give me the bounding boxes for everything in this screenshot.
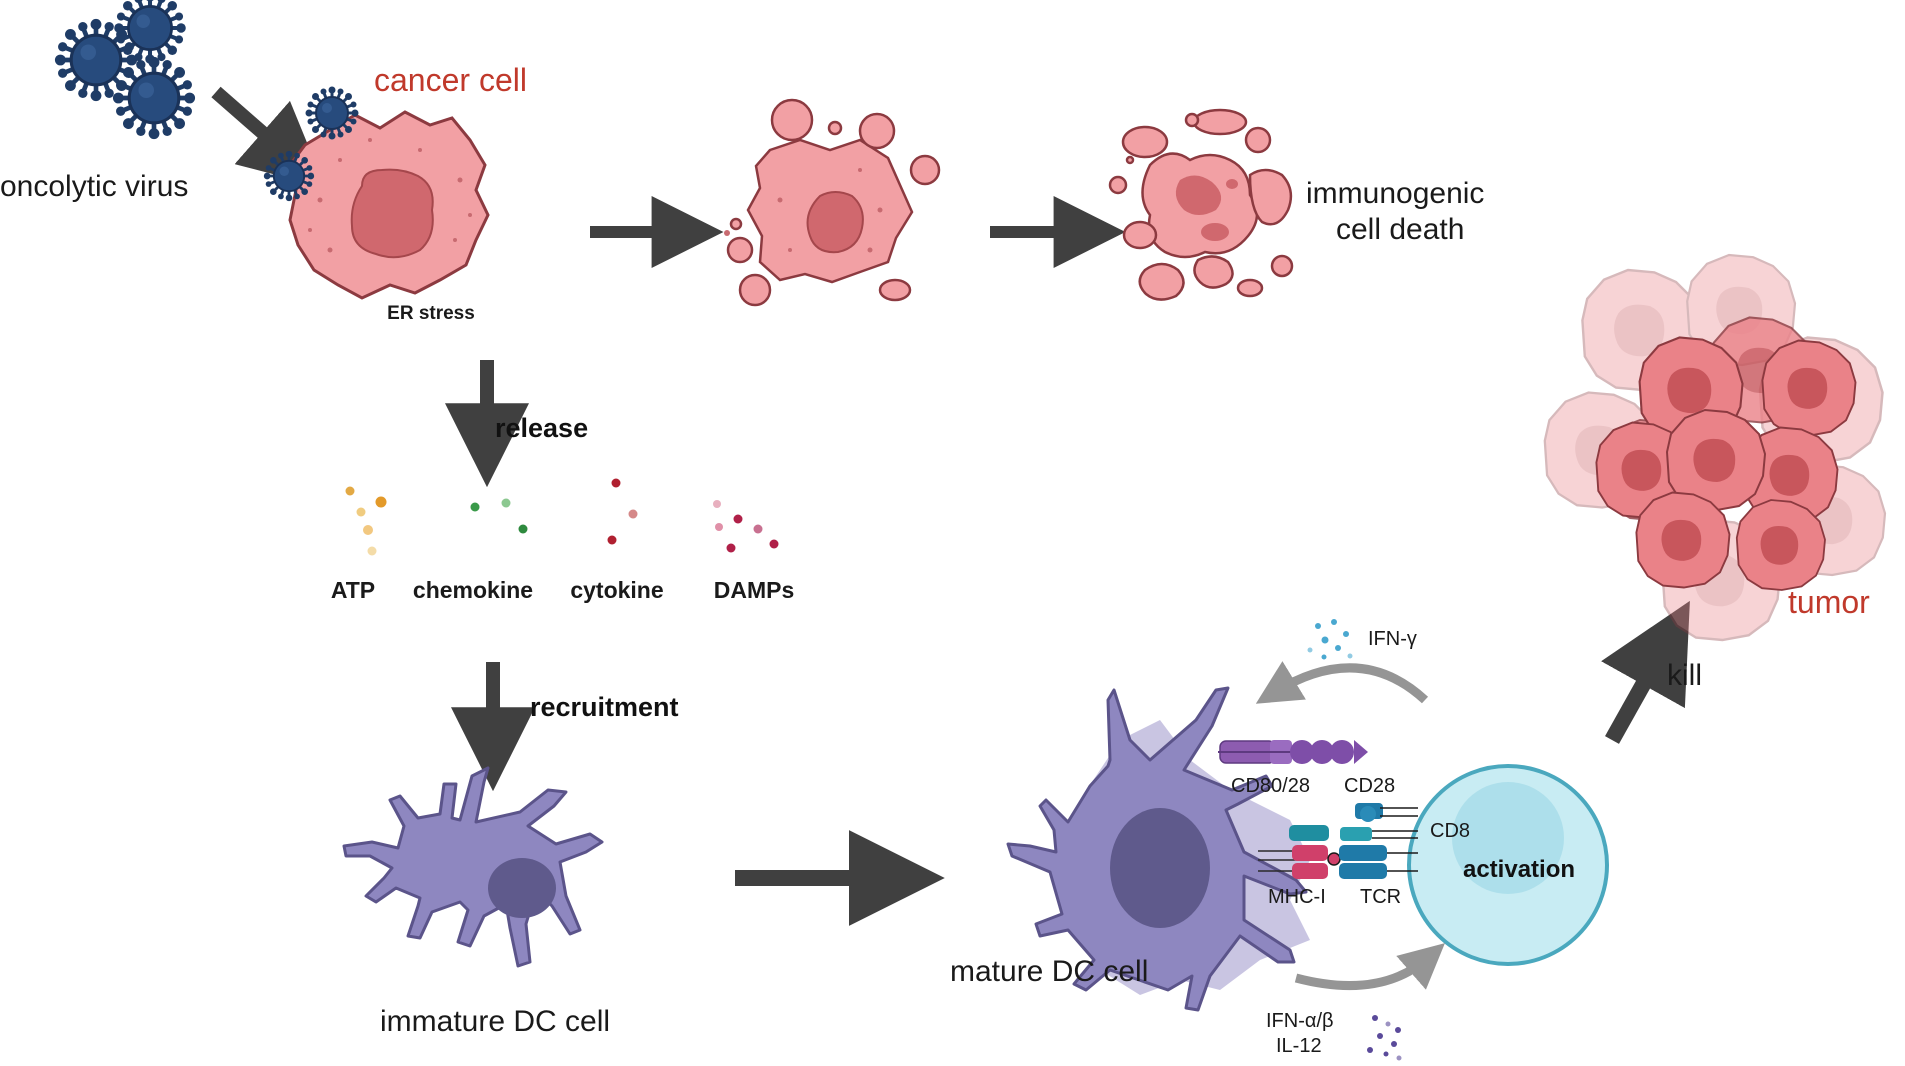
cytokine-particles-icon xyxy=(607,478,638,545)
immature-dc-cell-icon xyxy=(342,766,604,968)
ifn-ab-arrow xyxy=(1294,943,1445,990)
atp-label: ATP xyxy=(331,577,375,603)
chemokine-label: chemokine xyxy=(413,577,533,603)
release-label: release xyxy=(495,413,588,443)
er-stress-label: ER stress xyxy=(387,303,475,324)
tcr-label: TCR xyxy=(1360,886,1401,908)
tumor-label: tumor xyxy=(1788,584,1870,620)
mature-dc-nucleus xyxy=(1110,808,1210,928)
icd-inner-blobs xyxy=(1175,175,1238,241)
arrow-virus-to-cell xyxy=(211,86,326,188)
kill-label: kill xyxy=(1667,659,1702,692)
mhc-tcr-complex-icon xyxy=(1258,845,1418,879)
cd8-receptor-icon xyxy=(1289,803,1418,841)
activation-label: activation xyxy=(1463,856,1575,883)
icd-label-line1: immunogenic xyxy=(1306,177,1484,210)
cd80-cd28-receptor-icon xyxy=(1218,740,1368,764)
recruitment-label: recruitment xyxy=(530,692,679,722)
chemokine-particles-icon xyxy=(470,498,528,534)
cytokine-label: cytokine xyxy=(570,577,663,603)
tumor-icon xyxy=(1543,253,1887,642)
icd-label-line2: cell death xyxy=(1336,213,1464,246)
mature-dc-label: mature DC cell xyxy=(950,955,1148,988)
virus-on-cell-icon xyxy=(304,85,360,141)
immature-dc-nucleus xyxy=(488,858,556,918)
il12-label: IL-12 xyxy=(1276,1035,1322,1057)
atp-particles-icon xyxy=(345,486,387,556)
cd28-label: CD28 xyxy=(1344,775,1395,797)
lysing-cell-dots xyxy=(724,168,883,253)
cd8-label: CD8 xyxy=(1430,820,1470,842)
mhc-i-label: MHC-I xyxy=(1268,886,1326,908)
virus-cluster-icon xyxy=(55,0,195,139)
oncolytic-virus-label: oncolytic virus xyxy=(0,170,188,203)
t-cell-icon xyxy=(1407,764,1609,966)
cd80-28-label: CD80/28 xyxy=(1231,775,1310,797)
ifn-ab-label: IFN-α/β xyxy=(1266,1010,1334,1032)
damps-label: DAMPs xyxy=(714,577,795,603)
ifn-ab-particles-icon xyxy=(1367,1015,1402,1061)
virus-on-cell-icon-2 xyxy=(262,149,316,203)
ifn-gamma-particles-icon xyxy=(1307,619,1353,660)
ifn-gamma-arrow xyxy=(1255,661,1429,704)
cancer-cell-icon xyxy=(288,110,490,300)
arrow-kill xyxy=(1601,600,1690,744)
cancer-cell-label: cancer cell xyxy=(374,62,527,98)
damps-particles-icon xyxy=(713,500,779,553)
ifn-gamma-label: IFN-γ xyxy=(1368,628,1417,650)
immature-dc-label: immature DC cell xyxy=(380,1005,610,1038)
lysing-cell-nucleus xyxy=(806,191,864,254)
